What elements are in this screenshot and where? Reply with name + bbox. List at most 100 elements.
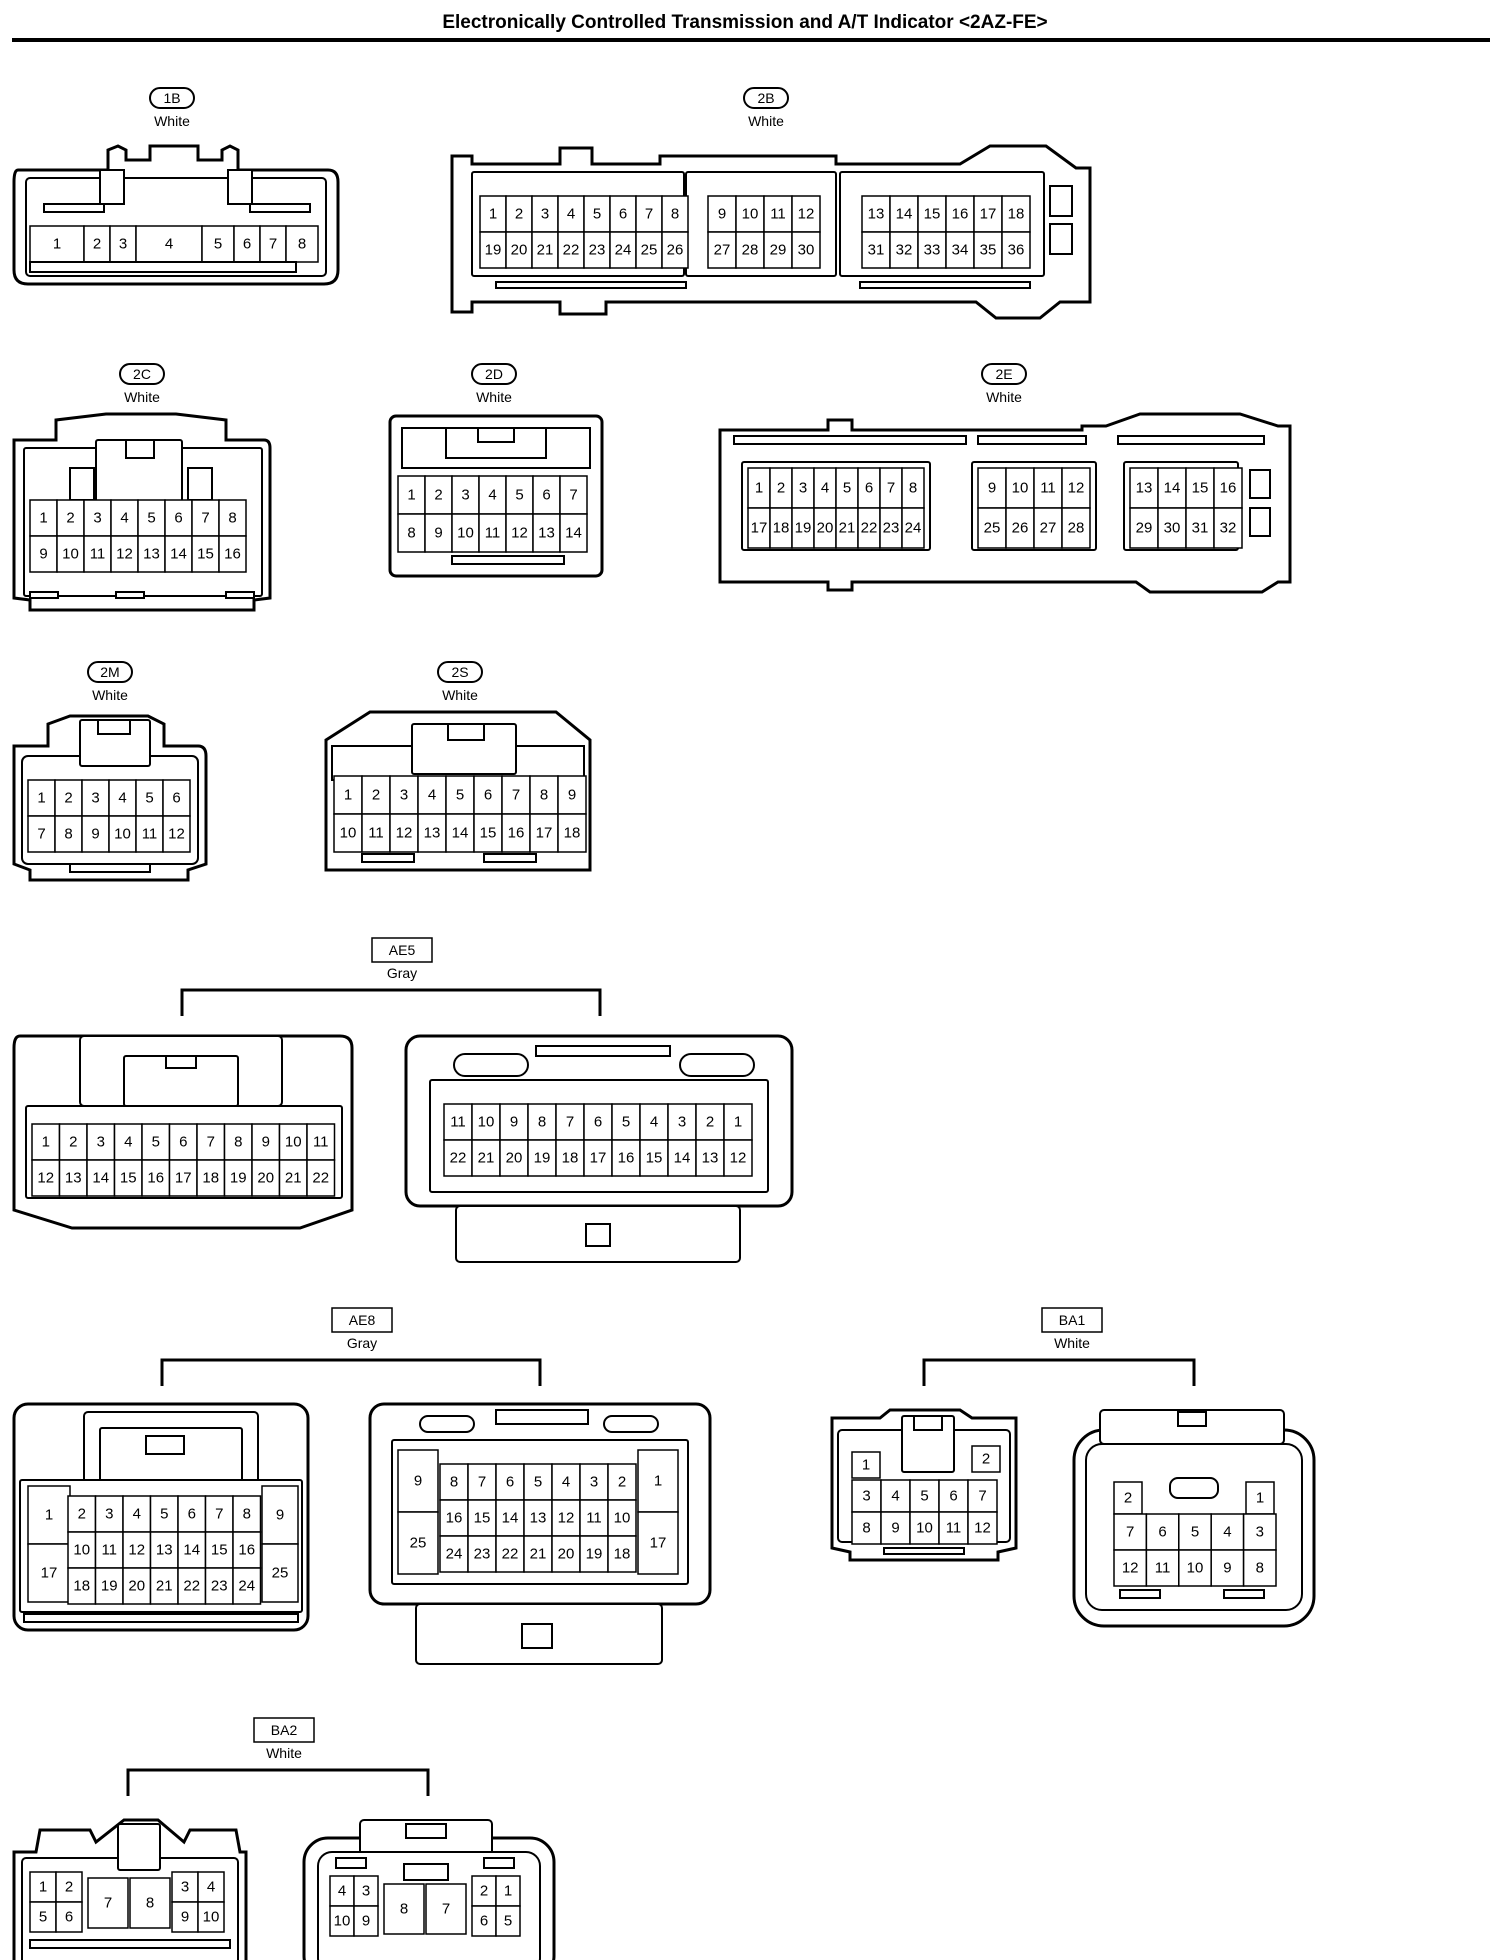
key-slot bbox=[249, 203, 311, 213]
pin-BA2-9: 9 bbox=[362, 1913, 370, 1930]
connector-color: Gray bbox=[387, 965, 417, 981]
pin-cavity bbox=[333, 775, 363, 815]
pin-2B-5: 5 bbox=[593, 206, 601, 223]
pin-cavity bbox=[129, 1877, 171, 1929]
pin-2E-28: 28 bbox=[1068, 520, 1085, 537]
connector-code: 2D bbox=[485, 366, 503, 382]
pin-2E-19: 19 bbox=[795, 520, 812, 537]
pin-2B-3: 3 bbox=[541, 206, 549, 223]
pin-2D-13: 13 bbox=[538, 525, 555, 542]
pin-cavity bbox=[135, 225, 203, 263]
pin-2C-5: 5 bbox=[147, 510, 155, 527]
pin-cavity bbox=[505, 231, 533, 269]
pin-2C-14: 14 bbox=[170, 546, 187, 563]
pin-BA2-10: 10 bbox=[203, 1909, 220, 1926]
pin-AE8-11: 11 bbox=[586, 1510, 602, 1527]
pin-2B-15: 15 bbox=[924, 206, 941, 223]
latch-slot bbox=[403, 1863, 449, 1881]
pin-AE5-12: 12 bbox=[37, 1170, 54, 1187]
pin-AE5-19: 19 bbox=[230, 1170, 247, 1187]
pin-AE5-6: 6 bbox=[594, 1114, 602, 1131]
pin-AE8-16: 16 bbox=[238, 1542, 255, 1559]
pin-cavity bbox=[555, 1139, 585, 1177]
pin-cavity bbox=[29, 225, 85, 263]
pin-2E-10: 10 bbox=[1012, 480, 1029, 497]
pin-cavity bbox=[637, 1511, 679, 1575]
pin-cavity bbox=[94, 1567, 124, 1605]
pin-cavity bbox=[471, 1103, 501, 1141]
pin-AE8-3: 3 bbox=[590, 1474, 598, 1491]
pin-BA2-3: 3 bbox=[181, 1879, 189, 1896]
pin-BA2-5: 5 bbox=[39, 1909, 47, 1926]
pin-2S-12: 12 bbox=[396, 825, 413, 842]
connector-color: White bbox=[442, 687, 478, 703]
pin-BA1-9: 9 bbox=[891, 1520, 899, 1537]
pin-cavity bbox=[137, 535, 166, 573]
pin-1B-6: 6 bbox=[243, 236, 251, 253]
pin-cavity bbox=[196, 1159, 226, 1197]
housing-rib bbox=[1117, 435, 1265, 445]
pin-2E-30: 30 bbox=[1164, 520, 1181, 537]
pin-BA2-4: 4 bbox=[338, 1883, 346, 1900]
pin-BA1-11: 11 bbox=[946, 1520, 962, 1537]
foot bbox=[23, 1613, 299, 1623]
pin-cavity bbox=[1210, 1549, 1245, 1587]
pin-2D-9: 9 bbox=[434, 525, 442, 542]
pin-cavity bbox=[83, 535, 112, 573]
pin-1B-3: 3 bbox=[119, 236, 127, 253]
pin-cavity bbox=[306, 1123, 336, 1161]
pin-cavity bbox=[439, 1463, 469, 1501]
pin-cavity bbox=[609, 231, 637, 269]
key-slot bbox=[419, 1415, 475, 1433]
pin-AE5-8: 8 bbox=[234, 1134, 242, 1151]
pin-cavity bbox=[579, 1499, 609, 1537]
connector-color: White bbox=[92, 687, 128, 703]
pin-cavity bbox=[707, 231, 737, 269]
pin-AE8-10: 10 bbox=[614, 1510, 631, 1527]
pin-cavity bbox=[218, 535, 247, 573]
pin-2S-11: 11 bbox=[368, 825, 384, 842]
pin-AE5-1: 1 bbox=[42, 1134, 50, 1151]
pin-BA1-5: 5 bbox=[1191, 1524, 1199, 1541]
pin-AE5-5: 5 bbox=[152, 1134, 160, 1151]
pin-AE8-9: 9 bbox=[276, 1507, 284, 1524]
pin-AE5-1: 1 bbox=[734, 1114, 742, 1131]
pin-BA1-2: 2 bbox=[1124, 1490, 1132, 1507]
pin-2E-14: 14 bbox=[1164, 480, 1181, 497]
pin-BA1-12: 12 bbox=[974, 1520, 991, 1537]
pin-AE5-8: 8 bbox=[538, 1114, 546, 1131]
foot-latch bbox=[585, 1223, 611, 1247]
pin-cavity bbox=[361, 813, 391, 853]
connector-pair-bracket bbox=[180, 988, 602, 1016]
pin-2E-31: 31 bbox=[1192, 520, 1209, 537]
pin-2S-10: 10 bbox=[340, 825, 357, 842]
pin-AE8-8: 8 bbox=[243, 1506, 251, 1523]
pin-2B-4: 4 bbox=[567, 206, 575, 223]
pin-AE8-10: 10 bbox=[73, 1542, 90, 1559]
pin-BA1-8: 8 bbox=[862, 1520, 870, 1537]
pin-cavity bbox=[559, 513, 588, 553]
pin-AE8-12: 12 bbox=[128, 1542, 145, 1559]
pin-cavity bbox=[1145, 1549, 1180, 1587]
pin-2M-5: 5 bbox=[145, 790, 153, 807]
pin-AE5-4: 4 bbox=[124, 1134, 132, 1151]
pin-cavity bbox=[1061, 507, 1091, 549]
pin-cavity bbox=[417, 813, 447, 853]
pin-cavity bbox=[27, 815, 56, 853]
pin-2M-8: 8 bbox=[64, 826, 72, 843]
pin-2M-11: 11 bbox=[142, 826, 158, 843]
pin-1B-7: 7 bbox=[269, 236, 277, 253]
pin-2B-21: 21 bbox=[537, 242, 554, 259]
pin-cavity bbox=[168, 1159, 198, 1197]
pin-cavity bbox=[557, 231, 585, 269]
pin-cavity bbox=[54, 779, 83, 817]
title-rule bbox=[12, 38, 1490, 42]
pin-2D-7: 7 bbox=[569, 487, 577, 504]
pin-AE8-14: 14 bbox=[183, 1542, 200, 1559]
pin-cavity bbox=[695, 1103, 725, 1141]
pin-2E-32: 32 bbox=[1220, 520, 1237, 537]
foot bbox=[29, 591, 59, 599]
pin-BA1-12: 12 bbox=[1122, 1560, 1139, 1577]
pin-BA1-1: 1 bbox=[862, 1457, 870, 1474]
